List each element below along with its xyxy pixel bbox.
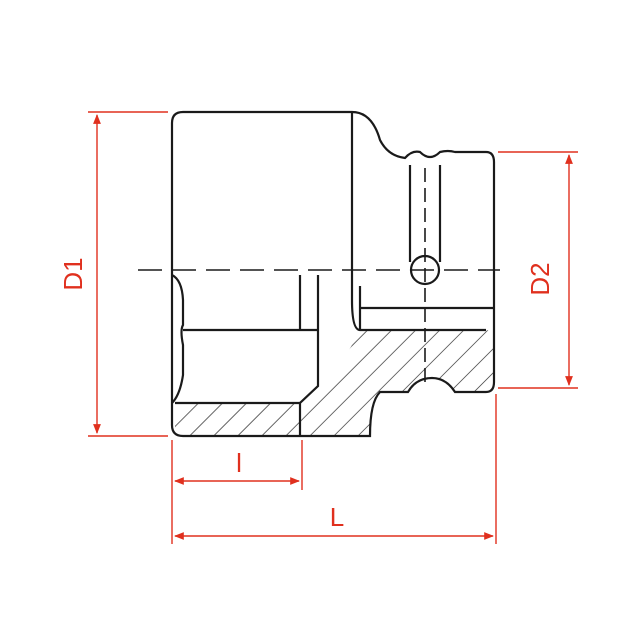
centerlines — [138, 168, 500, 385]
socket-outline — [170, 110, 496, 438]
label-d2: D2 — [525, 262, 555, 295]
dimension-labels: D1 D2 l L — [58, 257, 555, 532]
hatch-wall-body — [300, 330, 494, 436]
hatch-wall-left — [175, 403, 300, 436]
dimensions — [88, 111, 578, 544]
pin-slot — [408, 165, 442, 262]
hex-bore-right — [298, 275, 320, 436]
label-L: L — [330, 502, 344, 532]
drive-step — [350, 268, 361, 332]
hex-bore — [171, 274, 185, 404]
label-l-small: l — [236, 448, 242, 478]
label-d1: D1 — [58, 257, 88, 290]
section-hatching — [175, 330, 494, 436]
outer-profile — [170, 110, 496, 438]
